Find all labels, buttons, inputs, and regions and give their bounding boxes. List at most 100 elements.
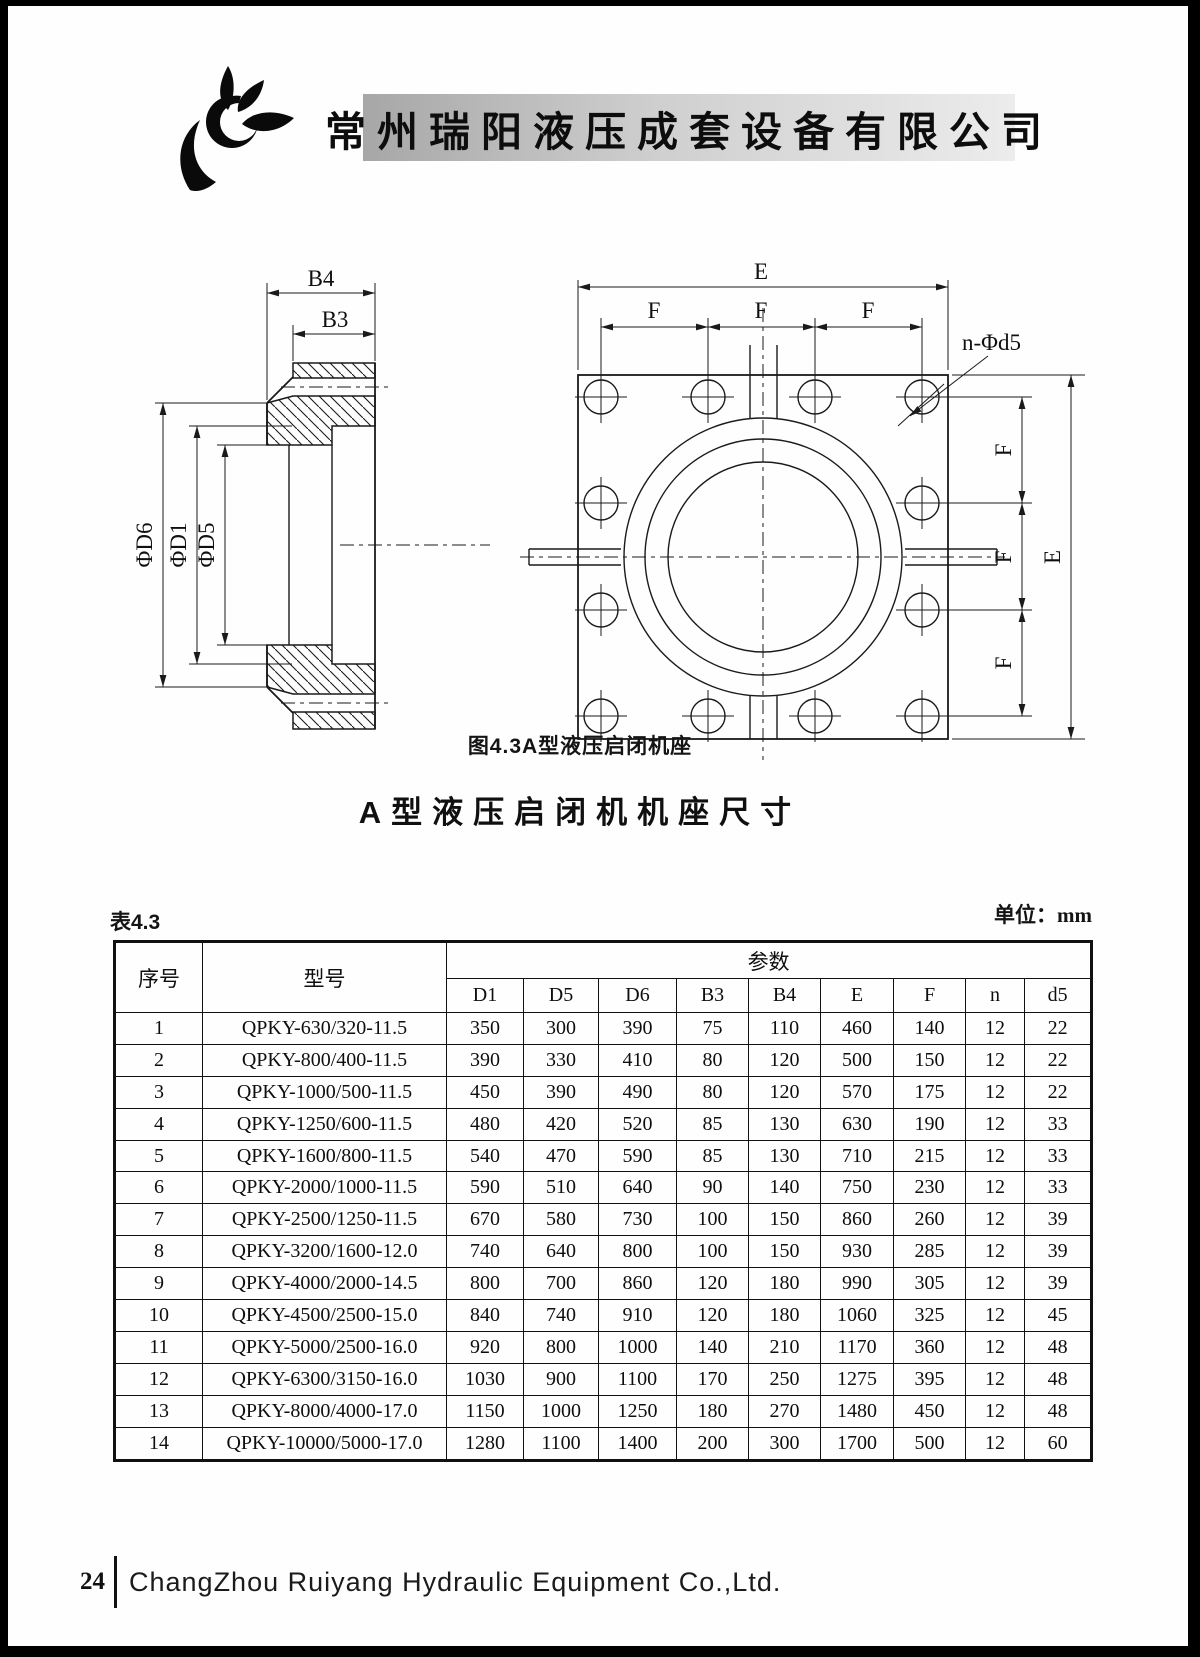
- cell-model: QPKY-630/320-11.5: [202, 1012, 447, 1045]
- cell-value: 470: [523, 1139, 599, 1173]
- cell-value: 130: [748, 1107, 821, 1141]
- cell-value: 990: [820, 1267, 894, 1301]
- param-header: D5: [523, 978, 599, 1013]
- cell-value: 920: [446, 1330, 524, 1364]
- cell-value: 490: [598, 1075, 677, 1109]
- cell-value: 180: [748, 1267, 821, 1301]
- cell-index: 12: [114, 1362, 203, 1396]
- company-logo-icon: [180, 66, 294, 192]
- cell-value: 85: [676, 1139, 749, 1173]
- cell-model: QPKY-2000/1000-11.5: [202, 1171, 447, 1205]
- cell-index: 8: [114, 1235, 203, 1269]
- cell-index: 10: [114, 1299, 203, 1332]
- company-name-en: ChangZhou Ruiyang Hydraulic Equipment Co…: [129, 1566, 782, 1597]
- cell-value: 150: [893, 1043, 966, 1077]
- cell-value: 215: [893, 1139, 966, 1173]
- dim-label-b3: B3: [322, 307, 349, 332]
- dim-label-f-right-3: F: [991, 657, 1016, 670]
- cell-value: 285: [893, 1235, 966, 1269]
- cell-model: QPKY-8000/4000-17.0: [202, 1394, 447, 1428]
- cell-value: 120: [748, 1075, 821, 1109]
- cell-value: 1000: [598, 1330, 677, 1364]
- col-header-params: 参数: [445, 941, 1093, 979]
- cell-value: 120: [748, 1043, 821, 1077]
- figure-caption: 图4.3A型液压启闭机座: [467, 735, 693, 758]
- cell-value: 900: [523, 1362, 599, 1396]
- cell-model: QPKY-10000/5000-17.0: [202, 1426, 447, 1462]
- cell-value: 140: [676, 1330, 749, 1364]
- dim-label-f-top-2: F: [755, 298, 768, 323]
- cell-value: 1060: [820, 1299, 894, 1332]
- dim-label-e-right: E: [1040, 550, 1065, 564]
- param-header: E: [820, 978, 894, 1013]
- cell-index: 1: [114, 1012, 203, 1045]
- cell-value: 580: [523, 1203, 599, 1237]
- cell-value: 12: [965, 1171, 1025, 1205]
- cell-value: 800: [523, 1330, 599, 1364]
- cell-value: 730: [598, 1203, 677, 1237]
- cell-value: 60: [1023, 1426, 1093, 1462]
- param-header: D1: [446, 978, 524, 1013]
- company-banner: 常州瑞阳液压成套设备有限公司: [325, 94, 1042, 161]
- dim-label-d1: ΦD1: [166, 523, 191, 568]
- cell-value: 200: [676, 1426, 749, 1462]
- cell-value: 395: [893, 1362, 966, 1396]
- cell-value: 33: [1023, 1171, 1093, 1205]
- cell-value: 860: [598, 1267, 677, 1301]
- cell-value: 630: [820, 1107, 894, 1141]
- cell-model: QPKY-4000/2000-14.5: [202, 1267, 447, 1301]
- cell-value: 180: [676, 1394, 749, 1428]
- cell-value: 75: [676, 1012, 749, 1045]
- cell-value: 140: [748, 1171, 821, 1205]
- cell-value: 180: [748, 1299, 821, 1332]
- cell-value: 640: [523, 1235, 599, 1269]
- param-header: B3: [676, 978, 749, 1013]
- cell-value: 1400: [598, 1426, 677, 1462]
- cell-index: 7: [114, 1203, 203, 1237]
- cell-value: 12: [965, 1267, 1025, 1301]
- cell-index: 4: [114, 1107, 203, 1141]
- cell-model: QPKY-1600/800-11.5: [202, 1139, 447, 1173]
- cell-value: 590: [598, 1139, 677, 1173]
- cell-index: 11: [114, 1330, 203, 1364]
- cell-value: 740: [523, 1299, 599, 1332]
- cell-value: 12: [965, 1330, 1025, 1364]
- cell-value: 305: [893, 1267, 966, 1301]
- cell-model: QPKY-3200/1600-12.0: [202, 1235, 447, 1269]
- cell-value: 12: [965, 1012, 1025, 1045]
- front-view: E F F F n-Φd5 F F F E: [520, 259, 1085, 760]
- col-header-model: 型号: [202, 941, 447, 1013]
- cell-value: 700: [523, 1267, 599, 1301]
- cell-model: QPKY-1000/500-11.5: [202, 1075, 447, 1109]
- cell-value: 1170: [820, 1330, 894, 1364]
- cell-value: 670: [446, 1203, 524, 1237]
- cell-value: 390: [446, 1043, 524, 1077]
- table-unit-label: 单位：mm: [994, 903, 1092, 927]
- dim-label-d5: ΦD5: [194, 523, 219, 568]
- cell-value: 190: [893, 1107, 966, 1141]
- cell-value: 390: [523, 1075, 599, 1109]
- cell-index: 14: [114, 1426, 203, 1462]
- cell-value: 1100: [598, 1362, 677, 1396]
- cell-value: 33: [1023, 1139, 1093, 1173]
- cell-value: 230: [893, 1171, 966, 1205]
- cell-value: 39: [1023, 1267, 1093, 1301]
- col-header-index: 序号: [114, 941, 203, 1013]
- cell-index: 9: [114, 1267, 203, 1301]
- cell-value: 12: [965, 1426, 1025, 1462]
- cell-value: 39: [1023, 1203, 1093, 1237]
- cell-index: 3: [114, 1075, 203, 1109]
- footer-divider: [114, 1556, 117, 1608]
- company-name-cn: 常州瑞阳液压成套设备有限公司: [325, 108, 1053, 155]
- cell-value: 460: [820, 1012, 894, 1045]
- dim-label-f-right-2: F: [991, 551, 1016, 564]
